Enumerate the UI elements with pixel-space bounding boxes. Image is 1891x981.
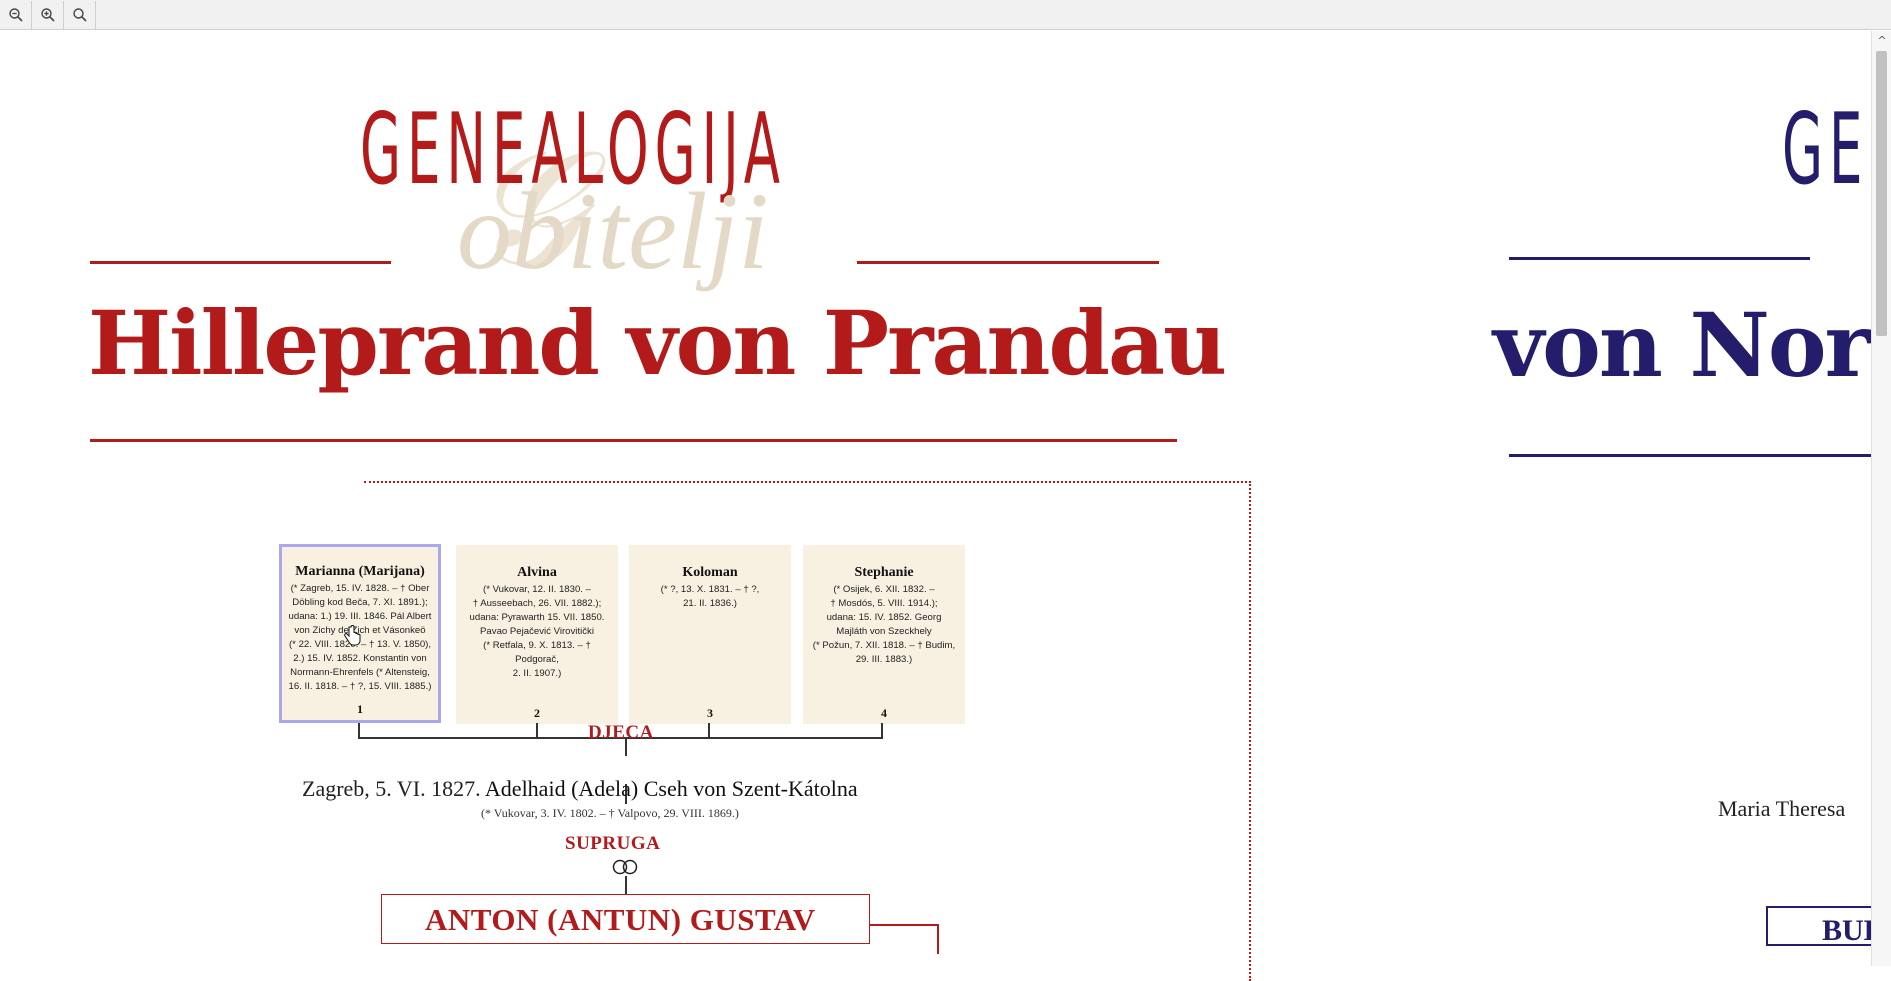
genealogy-header: GENEALOGIJA [360, 93, 786, 207]
divider [1509, 257, 1810, 260]
main-person-name: ANTON (ANTUN) GUSTAV [425, 902, 816, 937]
marriage-place-date: Zagreb, 5. VI. 1827. [302, 776, 481, 801]
child-name: Alvina [517, 565, 557, 580]
dotted-border [364, 481, 1251, 981]
zoom-out-icon [8, 8, 23, 22]
hand-cursor-icon [344, 625, 361, 646]
marriage-line: Zagreb, 5. VI. 1827. Adelhaid (Adela) Cs… [302, 776, 858, 802]
zoom-in-button[interactable] [32, 1, 64, 29]
family-name-title: Hilleprand von Prandau [88, 291, 1227, 395]
tree-connector [881, 723, 883, 738]
genealogy-header-right: GE [1782, 93, 1869, 207]
child-number: 2 [534, 706, 540, 720]
child-number: 1 [357, 702, 363, 716]
child-number: 4 [881, 706, 887, 720]
divider [857, 261, 1159, 264]
vertical-scrollbar[interactable]: ^ [1871, 31, 1891, 966]
child-name: Marianna (Marijana) [295, 564, 425, 579]
divider [1509, 454, 1871, 457]
viewer-toolbar [0, 0, 1891, 30]
child-name: Koloman [682, 565, 738, 580]
divider [90, 261, 391, 264]
tree-connector [937, 924, 939, 954]
divider [90, 439, 1177, 442]
tree-connector [708, 723, 710, 738]
child-card-3[interactable]: Koloman (* ?, 13. X. 1831. – † ?,21. II.… [629, 545, 791, 724]
tree-connector [625, 784, 627, 804]
person-name-right: Maria Theresa [1718, 796, 1846, 821]
magnifier-icon [72, 8, 87, 22]
zoom-out-button[interactable] [0, 1, 32, 29]
tree-connector [869, 924, 939, 926]
child-card-1[interactable]: Marianna (Marijana) (* Zagreb, 15. IV. 1… [279, 544, 441, 723]
scrollbar-thumb[interactable] [1876, 51, 1887, 336]
child-info: (* Osijek, 6. XII. 1832. –† Mosdós, 5. V… [812, 584, 956, 665]
spouse-name: Adelhaid (Adela) Cseh von Szent-Kátolna [484, 776, 858, 801]
child-card-4[interactable]: Stephanie (* Osijek, 6. XII. 1832. –† Mo… [803, 545, 965, 724]
children-label: DJECA [588, 722, 654, 743]
zoom-in-icon [40, 8, 55, 22]
tree-connector [358, 723, 360, 738]
child-number: 3 [707, 706, 713, 720]
wedding-rings-icon [612, 859, 638, 875]
child-name: Stephanie [854, 565, 914, 580]
child-card-2[interactable]: Alvina (* Vukovar, 12. II. 1830. –† Auss… [456, 545, 618, 724]
tree-connector [536, 723, 538, 738]
family-name-title-right: von Norm [1493, 293, 1891, 397]
family-subheader: obitelji [457, 170, 769, 292]
tree-connector [358, 737, 883, 739]
main-person-box[interactable] [381, 894, 870, 944]
child-info: (* Vukovar, 12. II. 1830. –† Ausseebach,… [469, 584, 605, 679]
child-info: (* ?, 13. X. 1831. – † ?,21. II. 1836.) [660, 584, 760, 609]
scroll-up-arrow-icon[interactable]: ^ [1877, 34, 1887, 47]
zoom-reset-button[interactable] [64, 1, 96, 29]
spouse-label: SUPRUGA [565, 833, 661, 854]
tree-connector [625, 876, 627, 894]
spouse-dates: (* Vukovar, 3. IV. 1802. – † Valpovo, 29… [481, 806, 739, 820]
decorative-flourish: 𝒢 [470, 120, 584, 298]
tree-connector [625, 738, 627, 756]
